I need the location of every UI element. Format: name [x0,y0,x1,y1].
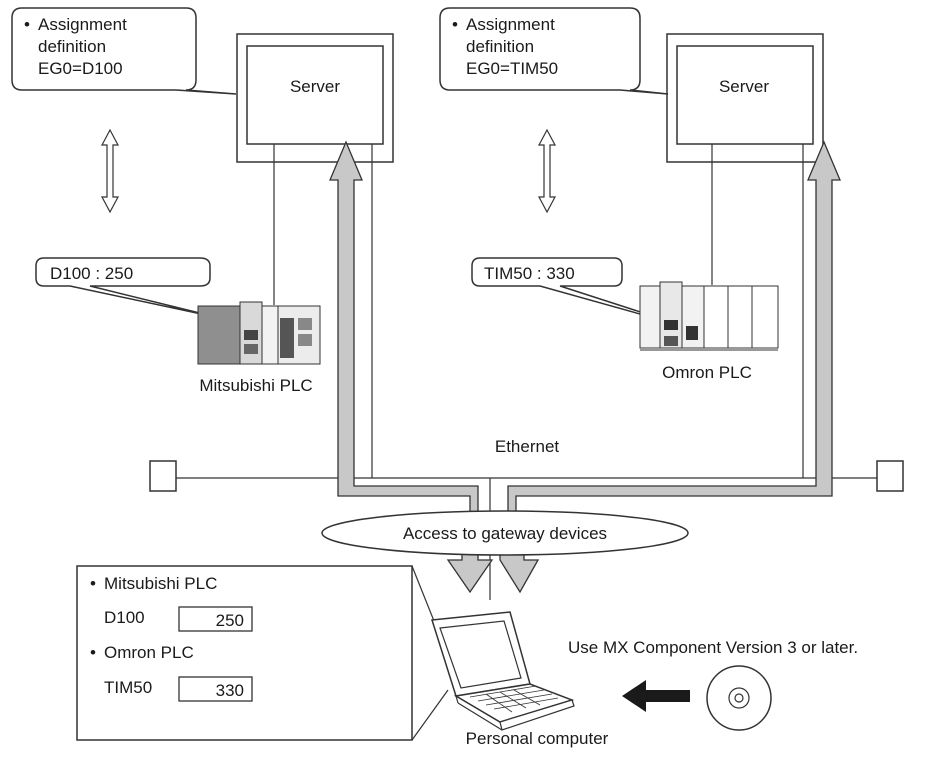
left-callout-bullet: • [24,15,30,34]
right-bidirectional-arrow-icon [538,128,556,214]
right-server: Server [666,33,824,478]
omron-plc [639,281,779,351]
cd-rom-icon [706,665,772,731]
pc-item2-title: Omron PLC [104,643,194,662]
right-server-label: Server [719,77,769,96]
pc-info-panel: • Mitsubishi PLC D100 250 • Omron PLC TI… [76,565,449,741]
left-callout-line1: Assignment [38,15,127,34]
pc-item2-bullet: • [90,643,96,662]
mitsubishi-plc [197,301,321,365]
pc-item2-value: 330 [216,681,244,700]
right-callout-line3: EG0=TIM50 [466,59,558,78]
pc-item2-device: TIM50 [104,678,152,697]
pc-item1-value-box [178,606,253,632]
gateway-label: Access to gateway devices [403,524,607,543]
ethernet-label: Ethernet [495,437,560,456]
pc-item1-bullet: • [90,574,96,593]
left-callout-line3: EG0=D100 [38,59,123,78]
left-assignment-callout: • Assignment definition EG0=D100 [11,7,237,95]
omron-plc-label: Omron PLC [662,363,752,382]
mitsubishi-plc-label: Mitsubishi PLC [199,376,312,395]
right-callout-bullet: • [452,15,458,34]
left-server: Server [236,33,394,478]
left-terminator [149,460,177,492]
pc-item2-value-box [178,676,253,702]
gateway-ellipse: Access to gateway devices [321,510,689,556]
left-callout-line2: definition [38,37,106,56]
install-arrow-icon [622,680,690,712]
pc-item1-value: 250 [216,611,244,630]
right-terminator [876,460,904,492]
software-note: Use MX Component Version 3 or later. [568,638,858,657]
right-callout-line1: Assignment [466,15,555,34]
pc-item1-title: Mitsubishi PLC [104,574,217,593]
right-value-text: TIM50 : 330 [484,264,575,283]
right-value-callout: TIM50 : 330 [471,257,691,329]
laptop-icon [431,611,575,731]
left-bidirectional-arrow-icon [101,128,119,214]
left-server-label: Server [290,77,340,96]
pc-item1-device: D100 [104,608,145,627]
pc-label: Personal computer [466,729,609,748]
right-callout-line2: definition [466,37,534,56]
right-assignment-callout: • Assignment definition EG0=TIM50 [439,7,669,95]
left-value-text: D100 : 250 [50,264,133,283]
left-value-callout: D100 : 250 [35,257,221,319]
